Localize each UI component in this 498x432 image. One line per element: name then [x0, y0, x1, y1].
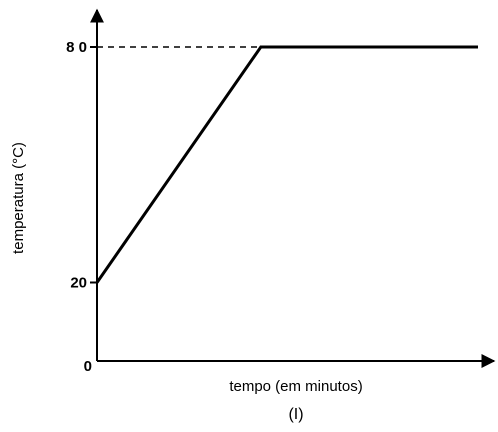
y-tick-label: 8 0 — [66, 39, 87, 56]
y-tick-label: 20 — [70, 275, 87, 292]
y-tick-label: 0 — [84, 358, 92, 375]
series-group — [95, 45, 478, 284]
y-ticks: 0 20 8 0 — [66, 39, 97, 375]
x-axis-title: tempo (em minutos) — [229, 378, 362, 395]
caption-label: (I) — [288, 406, 303, 423]
y-axis-title: temperatura (°C) — [10, 142, 27, 254]
series-line — [95, 45, 478, 284]
